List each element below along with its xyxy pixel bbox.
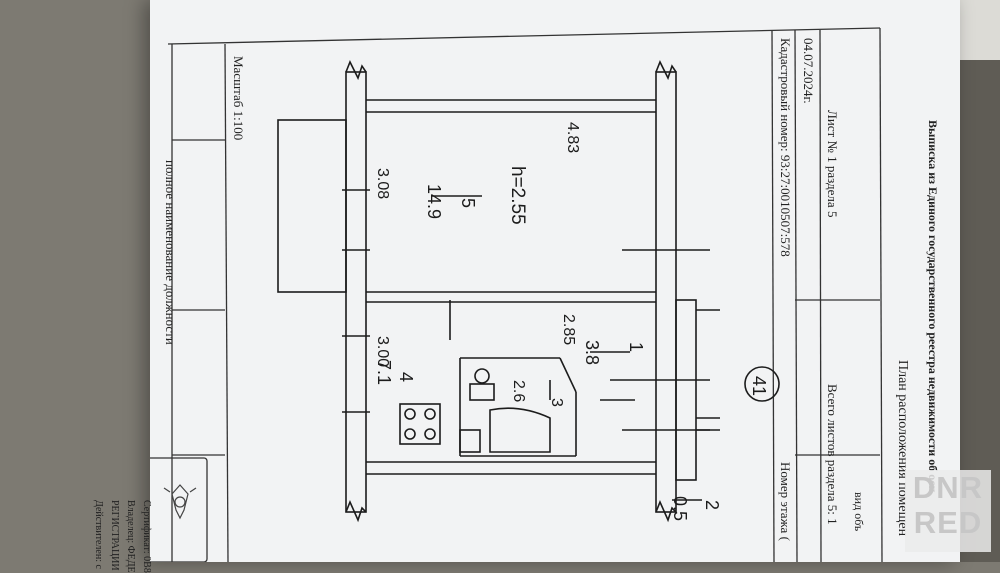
stove <box>399 403 441 445</box>
room-4-number: 4 <box>396 372 416 382</box>
room-4-area: 7.1 <box>374 360 394 385</box>
watermark-line-2: RED <box>913 505 983 540</box>
dimension-3-00: 3.00 <box>374 336 391 367</box>
room-5-area: 14.9 <box>424 184 444 219</box>
floor-plan: 4.83 3.08 2.85 3.00 h=2.55 5 14.9 4 7.1 … <box>277 60 780 523</box>
dimension-3-08: 3.08 <box>374 168 391 199</box>
document-page: Выписка из Единого государственного реес… <box>93 0 960 573</box>
view-label: вид объ <box>852 492 866 532</box>
watermark-logo: DNR RED <box>905 470 991 552</box>
room-2-area: 0.5 <box>670 496 690 521</box>
form-table <box>150 27 883 562</box>
room-1-area: 3.8 <box>582 340 602 365</box>
room-3-area: 2.6 <box>510 380 527 402</box>
room-2-number: 2 <box>702 500 722 510</box>
stamp-emblem-icon <box>163 484 197 520</box>
stamp-line-3: РЕГИСТРАЦИИ <box>109 500 120 571</box>
dimension-2-85: 2.85 <box>560 314 577 345</box>
extract-title: Выписка из Единого государственного реес… <box>926 120 940 493</box>
room-height: h=2.55 <box>507 166 528 225</box>
room-1-number: 1 <box>626 342 646 352</box>
room-3-number: 3 <box>548 398 565 407</box>
scale-label: Масштаб 1:100 <box>231 56 246 141</box>
room-5-number: 5 <box>458 198 478 208</box>
position-label: полное наименование должности <box>163 160 178 345</box>
dimension-4-83: 4.83 <box>564 122 581 153</box>
stamp-line-4: Действителен: с <box>93 500 104 569</box>
watermark-line-1: DNR <box>912 470 984 505</box>
apartment-number: 41 <box>749 376 769 396</box>
exterior-wall <box>345 71 367 513</box>
apartment-number-circle <box>744 366 780 402</box>
balcony <box>277 119 347 293</box>
interior-wall-right <box>655 71 677 513</box>
